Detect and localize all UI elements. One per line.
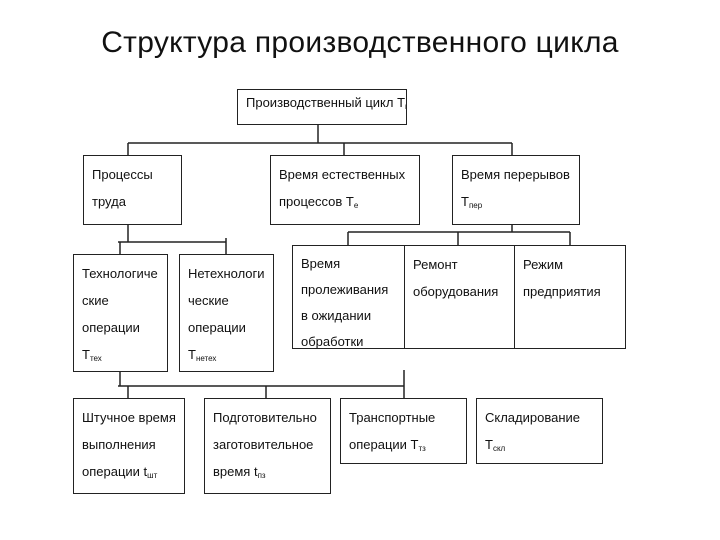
transport-operations-box: Транспортные операции Tтз <box>340 398 467 464</box>
natural-processes-box: Время естественных процессов Tе <box>270 155 420 225</box>
equipment-repair-box: Ремонт оборудования <box>404 245 515 349</box>
production-cycle-box: Производственный цикл Tц <box>237 89 407 125</box>
enterprise-regime-box: Режим предприятия <box>514 245 626 349</box>
storage-box: Складирование Tскл <box>476 398 603 464</box>
waiting-time-box: Время пролеживания в ожидании обработки <box>292 245 405 349</box>
piece-time-box: Штучное время выполнения операции tшт <box>73 398 185 494</box>
preparatory-time-box: Подготовительно заготовительное время tп… <box>204 398 331 494</box>
breaks-time-box: Время перерывов Tпер <box>452 155 580 225</box>
technological-operations-box: Технологиче ские операции Tтех <box>73 254 168 372</box>
non-technological-operations-box: Нетехнологи ческие операции Tнетех <box>179 254 274 372</box>
slide-title: Структура производственного цикла <box>101 26 619 59</box>
labor-processes-box: Процессы труда <box>83 155 182 225</box>
